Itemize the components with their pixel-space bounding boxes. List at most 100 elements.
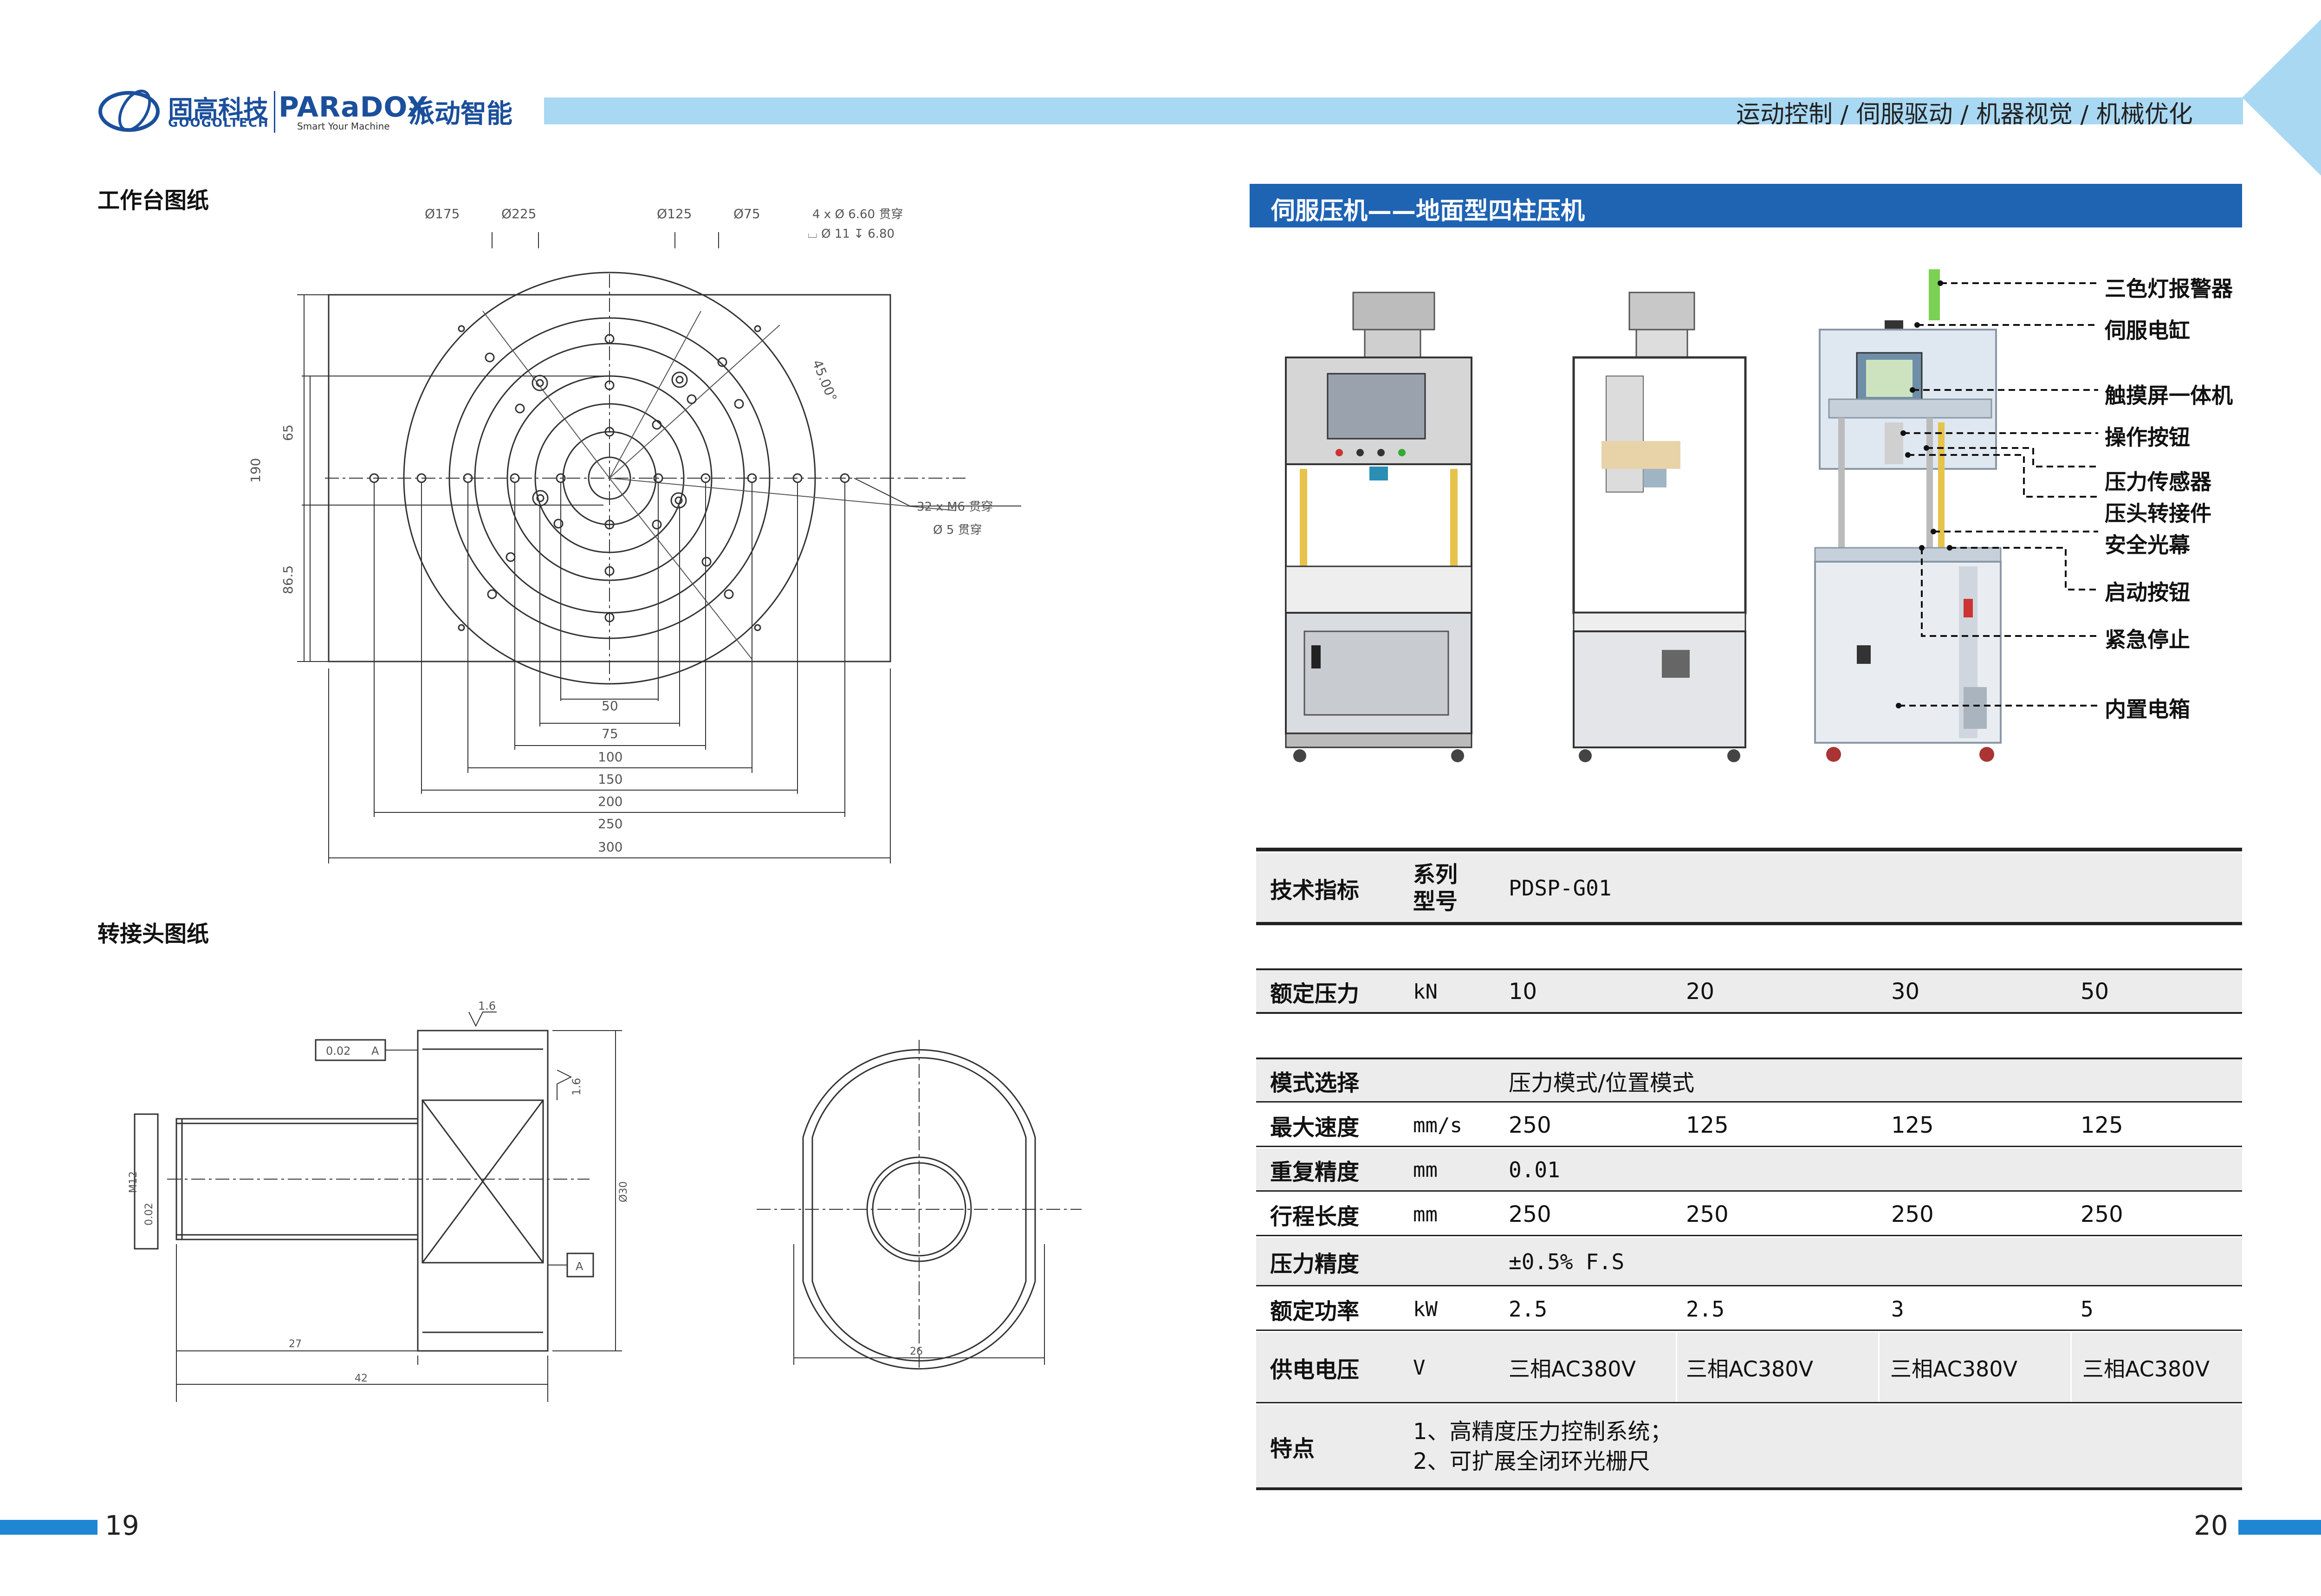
hdim-50: 50 (602, 698, 618, 714)
hdim-250: 250 (598, 816, 622, 831)
spec-value: 125 (1686, 1112, 1729, 1138)
spec-unit: kN (1413, 980, 1438, 1004)
spec-unit: mm/s (1413, 1113, 1462, 1137)
spec-unit: kW (1413, 1297, 1438, 1321)
spec-value: 30 (1891, 979, 1920, 1005)
table-top-rule (1256, 848, 2242, 851)
dia-label-75: Ø75 (733, 206, 760, 221)
spec-value: 压力模式/位置模式 (1509, 1070, 1695, 1096)
spec-label: 额定功率 (1270, 1298, 1360, 1324)
spec-row-voltage: 供电电压 V 三相AC380V 三相AC380V 三相AC380V 三相AC38… (1256, 1332, 2242, 1403)
spec-value: 2.5 (1509, 1297, 1548, 1322)
roughness-2: 1.6 (570, 1078, 583, 1096)
googol-logo-icon (98, 90, 160, 132)
spec-series-line2: 型号 (1413, 889, 1458, 915)
spec-value: 三相AC380V (1686, 1356, 1814, 1382)
callout-operation-buttons: 操作按钮 (2105, 425, 2190, 450)
rule (1256, 1235, 2242, 1236)
spec-label: 重复精度 (1270, 1159, 1360, 1185)
cell-separator (2070, 1332, 2072, 1403)
spec-series-line1: 系列 (1413, 862, 1458, 888)
spec-value: 20 (1686, 979, 1715, 1005)
spec-unit: mm (1413, 1202, 1438, 1226)
spec-value: 三相AC380V (2082, 1356, 2210, 1382)
rule (1256, 1012, 2242, 1014)
feature-line-1: 1、高精度压力控制系统； (1413, 1419, 1673, 1445)
callout-pressure-sensor: 压力传感器 (2105, 469, 2211, 494)
spec-header-label: 技术指标 (1270, 877, 1360, 903)
spec-model: PDSP-G01 (1509, 876, 1612, 901)
rule (1256, 1330, 2242, 1331)
callout-emergency-stop: 紧急停止 (2105, 627, 2190, 652)
product-title-bar: 伺服压机——地面型四柱压机 (1250, 184, 2242, 227)
dim-27: 27 (289, 1338, 302, 1350)
logo-divider (274, 91, 275, 133)
logo-paradox: PARaDOX (279, 91, 429, 123)
rule (1256, 1190, 2242, 1192)
spec-value: 250 (1509, 1112, 1551, 1138)
hole-note-2: ⌴ Ø 11 ↧ 6.80 (808, 227, 895, 241)
thread-label: M12 (128, 1171, 139, 1193)
logo-paradox-sub: Smart Your Machine (297, 121, 390, 132)
press-3d-view (1814, 269, 2002, 762)
roughness-1: 1.6 (478, 999, 496, 1012)
spec-label: 模式选择 (1270, 1070, 1360, 1096)
header-corner-arrow (2242, 19, 2321, 176)
spec-value: 125 (1891, 1112, 1934, 1138)
callout-leaders (1899, 282, 2098, 707)
spec-label: 特点 (1270, 1436, 1315, 1462)
dim-42: 42 (355, 1373, 368, 1384)
spec-unit: V (1413, 1356, 1426, 1380)
spec-row-repeatability: 重复精度 mm 0.01 (1256, 1148, 2242, 1191)
spec-unit: mm (1413, 1158, 1438, 1182)
angle-label: 45.00° (810, 357, 840, 404)
spec-value: 250 (2081, 1201, 2123, 1227)
table-drawing-title: 工作台图纸 (97, 188, 209, 214)
spec-row-stroke: 行程长度 mm 250 250 250 250 (1256, 1193, 2242, 1236)
hdim-100: 100 (598, 749, 622, 765)
callout-touchscreen: 触摸屏一体机 (2105, 383, 2233, 408)
spec-features-text: 1、高精度压力控制系统； 2、可扩展全闭环光栅尺 (1413, 1405, 1673, 1488)
dim-86-5: 86.5 (280, 565, 296, 594)
thread-note-2: Ø 5 贯穿 (933, 523, 982, 537)
spec-value: 250 (1509, 1201, 1551, 1227)
rule (1256, 1402, 2242, 1403)
cell-separator (1676, 1332, 1677, 1403)
header-accent-bar (544, 97, 2243, 124)
header-tagline: 运动控制 / 伺服驱动 / 机器视觉 / 机械优化 (1736, 101, 2193, 129)
logo-googol-en: GOOGOLTECH (168, 116, 269, 130)
press-machine-illustrations (1285, 269, 2098, 762)
thread-note-1: 32 x M6 贯穿 (917, 500, 993, 514)
page-number-left: 19 (105, 1510, 139, 1541)
dia-label-175: Ø175 (425, 206, 460, 221)
dia-30-label: Ø30 (618, 1181, 629, 1202)
callout-built-in-cabinet: 内置电箱 (2105, 697, 2190, 722)
datum-a: A (576, 1260, 583, 1273)
perp-tolerance: 0.02 (143, 1203, 155, 1226)
footer-bar-right (2238, 1520, 2321, 1535)
callout-safety-light-curtain: 安全光幕 (2105, 532, 2190, 558)
hdim-150: 150 (598, 772, 622, 787)
dim-65: 65 (280, 424, 296, 441)
cell-separator (1878, 1332, 1880, 1403)
spec-value: ±0.5% F.S (1509, 1249, 1625, 1274)
spec-row-power: 额定功率 kW 2.5 2.5 3 5 (1256, 1288, 2242, 1330)
spec-value: 5 (2081, 1297, 2094, 1322)
press-front-view (1285, 292, 1472, 762)
spec-label: 供电电压 (1270, 1357, 1360, 1383)
spec-label: 行程长度 (1270, 1204, 1360, 1230)
adapter-drawing-title: 转接头图纸 (97, 921, 209, 947)
spec-value: 250 (1891, 1201, 1934, 1227)
press-side-view (1572, 292, 1747, 762)
hdim-200: 200 (598, 794, 622, 809)
spec-value: 0.01 (1509, 1157, 1560, 1182)
threaded-holes (369, 334, 850, 623)
hole-note-1: 4 x Ø 6.60 贯穿 (812, 208, 903, 221)
rule (1256, 1101, 2242, 1103)
spec-value: 三相AC380V (1509, 1356, 1636, 1382)
rule (1256, 1146, 2242, 1147)
logo-paradox-cn: 派动智能 (408, 99, 512, 129)
callout-start-button: 启动按钮 (2105, 580, 2190, 605)
worktable-drawing: Ø175 Ø225 Ø125 Ø75 4 x Ø 6.60 贯穿 ⌴ Ø 11 … (248, 206, 1021, 863)
